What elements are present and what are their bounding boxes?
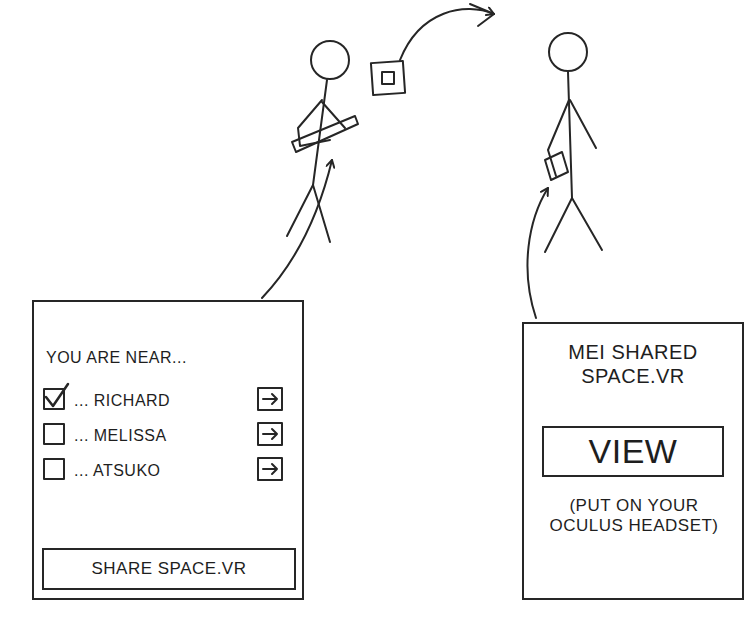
button-label: SHARE SPACE.VR bbox=[91, 559, 246, 579]
sender-figure bbox=[287, 41, 358, 242]
phone-screen: YOU ARE NEAR... ... RICHARD ... MELISSA...… bbox=[32, 300, 304, 600]
shared-file-icon bbox=[371, 61, 405, 95]
instruction-note: (PUT ON YOUR OCULUS HEADSET) bbox=[534, 496, 734, 537]
screen-pointer bbox=[262, 160, 332, 298]
contact-name: ... MELISSA bbox=[74, 426, 254, 445]
share-button: SHARE SPACE.VR bbox=[42, 548, 296, 590]
button-label: VIEW bbox=[589, 431, 678, 472]
contact-name: ... RICHARD bbox=[74, 391, 254, 410]
send-arrowhead bbox=[470, 4, 494, 26]
share-row-icon bbox=[258, 388, 282, 480]
receiver-figure bbox=[545, 33, 602, 252]
notification-text: MEI SHARED SPACE.VR bbox=[538, 340, 728, 388]
screen-heading: YOU ARE NEAR... bbox=[46, 348, 276, 367]
phone-screen: MEI SHARED SPACE.VR (PUT ON YOUR OCULUS H… bbox=[522, 322, 744, 600]
screen-pointer bbox=[527, 188, 548, 318]
view-button: VIEW bbox=[542, 426, 724, 477]
contact-name: ... ATSUKO bbox=[74, 461, 254, 480]
checkbox bbox=[44, 384, 68, 479]
send-arrow bbox=[400, 9, 494, 60]
